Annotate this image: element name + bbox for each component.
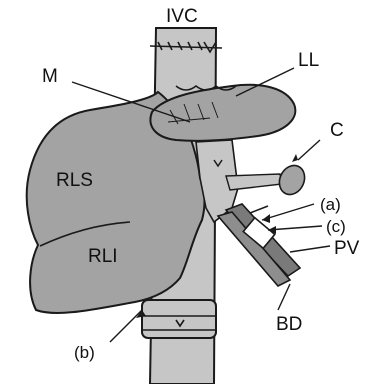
anastomosis-line-a bbox=[250, 206, 268, 213]
label-m: M bbox=[42, 66, 58, 87]
label-ivc: IVC bbox=[166, 6, 198, 27]
label-ll: LL bbox=[298, 50, 319, 71]
celiac-cut-end bbox=[275, 161, 309, 198]
label-a: (a) bbox=[320, 195, 341, 214]
label-rli: RLI bbox=[88, 246, 118, 267]
ivc-cuff bbox=[142, 300, 216, 338]
label-c-paren: (c) bbox=[326, 217, 346, 236]
label-bd: BD bbox=[276, 314, 302, 335]
label-c: C bbox=[330, 120, 344, 141]
label-pv: PV bbox=[334, 238, 360, 259]
label-b: (b) bbox=[74, 343, 95, 362]
hepatic-artery-branch bbox=[226, 174, 282, 190]
label-rls: RLS bbox=[56, 170, 93, 191]
